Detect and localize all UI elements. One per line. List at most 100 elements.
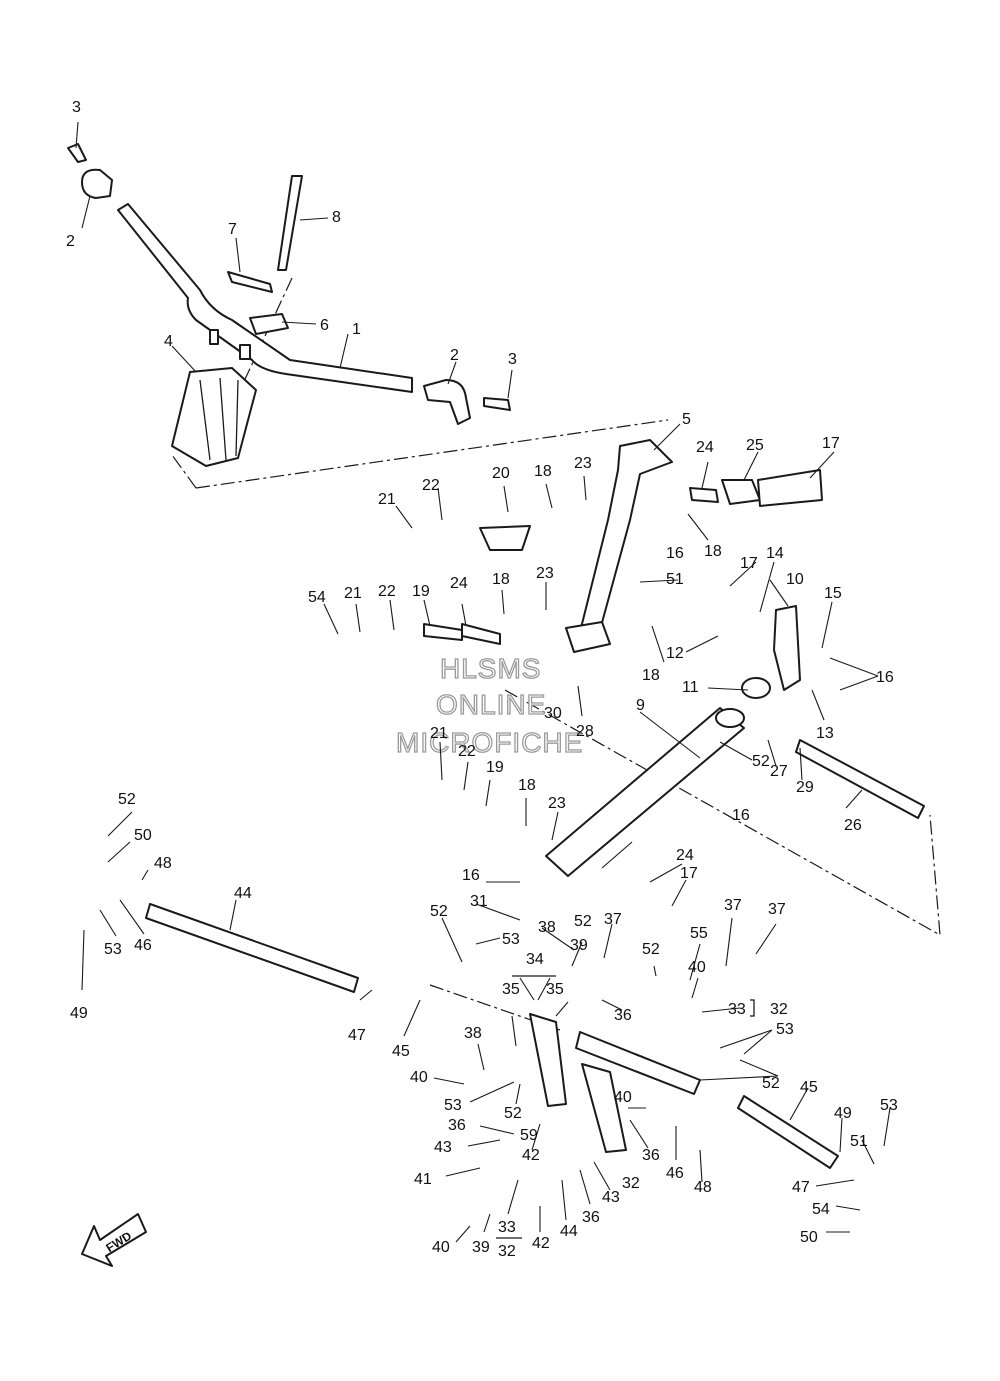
group-bracket-32 xyxy=(750,999,755,1017)
part-25-link-plate[interactable] xyxy=(721,479,761,505)
part-24-link-plate[interactable] xyxy=(461,623,501,645)
part-34-lever-arm[interactable] xyxy=(529,1013,567,1107)
part-41-link-bar[interactable] xyxy=(575,1031,701,1095)
part-32-lever-arm[interactable] xyxy=(581,1063,627,1153)
callout-47: 47 xyxy=(792,1179,810,1196)
part-3-screw[interactable] xyxy=(67,143,87,163)
tube-end xyxy=(715,708,745,728)
callout-19: 19 xyxy=(486,759,504,776)
callout-37: 37 xyxy=(768,901,786,918)
callout-44: 44 xyxy=(560,1223,578,1240)
callout-48: 48 xyxy=(694,1179,712,1196)
part-24-link-plate[interactable] xyxy=(689,487,719,503)
callout-52: 51 xyxy=(666,571,684,588)
callout-32: 32 xyxy=(498,1243,516,1260)
callout-24: 24 xyxy=(676,847,694,864)
callout-18: 18 xyxy=(704,543,722,560)
callout-59: 55 xyxy=(690,925,708,942)
leader-lines xyxy=(75,121,891,1243)
callout-39: 39 xyxy=(472,1239,490,1256)
callout-38: 38 xyxy=(538,919,556,936)
part-11-bushing[interactable] xyxy=(741,677,771,699)
part-20-cam-plate[interactable] xyxy=(479,525,531,551)
callout-49: 49 xyxy=(834,1105,852,1122)
callout-38: 37 xyxy=(724,897,742,914)
callout-16: 16 xyxy=(876,669,894,686)
callout-14: 14 xyxy=(766,545,784,562)
watermark-line-3: MICROFICHE xyxy=(396,727,583,758)
watermark-line-2: ONLINE xyxy=(436,689,546,720)
callout-34: 34 xyxy=(526,951,544,968)
part-45-long-rod[interactable] xyxy=(145,903,359,993)
callout-32: 32 xyxy=(770,1001,788,1018)
rod-collar xyxy=(209,329,219,345)
callout-9: 9 xyxy=(636,697,645,714)
callout-54: 53 xyxy=(104,941,122,958)
callout-47: 46 xyxy=(134,937,152,954)
callout-23: 23 xyxy=(574,455,592,472)
callout-3: 3 xyxy=(72,99,81,116)
callout-23: 23 xyxy=(548,795,566,812)
callout-22: 22 xyxy=(458,743,476,760)
callout-51: 50 xyxy=(134,827,152,844)
callout-32: 32 xyxy=(622,1175,640,1192)
callout-21: 21 xyxy=(344,585,362,602)
part-17-link-rod[interactable] xyxy=(757,469,823,507)
callout-53: 53 xyxy=(776,1021,794,1038)
callout-17: 17 xyxy=(740,555,758,572)
callout-43: 59 xyxy=(520,1127,538,1144)
callout-33: 33 xyxy=(728,1001,746,1018)
part-26-shift-rod[interactable] xyxy=(795,739,925,819)
callout-35: 35 xyxy=(546,981,564,998)
callout-26: 26 xyxy=(844,817,862,834)
callout-40: 40 xyxy=(688,959,706,976)
callout-29: 29 xyxy=(796,779,814,796)
callout-53: 52 xyxy=(118,791,136,808)
callout-35: 35 xyxy=(502,981,520,998)
rod-collar xyxy=(239,344,251,360)
part-8-long-bolt[interactable] xyxy=(277,175,303,271)
watermark-line-1: HLSMS xyxy=(440,653,541,684)
callout-36: 36 xyxy=(614,1007,632,1024)
part-2-elbow-fitting[interactable] xyxy=(81,168,113,199)
callout-45: 45 xyxy=(800,1079,818,1096)
callout-20: 20 xyxy=(492,465,510,482)
callout-33: 33 xyxy=(498,1219,516,1236)
callout-42: 42 xyxy=(532,1235,550,1252)
callout-labels: 1 2 2 3 3 4 5 6 7 8 9 10 11 12 13 14 15 … xyxy=(66,99,898,1260)
part-6-clamp[interactable] xyxy=(249,313,289,335)
part-19-link-plate[interactable] xyxy=(423,623,463,641)
part-2-elbow-fitting[interactable] xyxy=(423,379,471,425)
callout-53: 53 xyxy=(502,931,520,948)
lower-section-outline xyxy=(429,689,941,1031)
part-1-link-rod[interactable] xyxy=(117,203,413,393)
callout-31: 31 xyxy=(470,893,488,910)
callout-5: 5 xyxy=(682,411,691,428)
callout-2: 2 xyxy=(450,347,459,364)
callout-42: 41 xyxy=(414,1171,432,1188)
callout-18: 18 xyxy=(534,463,552,480)
callout-8: 8 xyxy=(332,209,341,226)
callout-18: 18 xyxy=(518,777,536,794)
callout-51: 51 xyxy=(850,1133,868,1150)
callout-53: 53 xyxy=(880,1097,898,1114)
callout-36: 36 xyxy=(582,1209,600,1226)
callout-52: 52 xyxy=(504,1105,522,1122)
part-7-spring-clip[interactable] xyxy=(227,271,273,293)
callout-37: 37 xyxy=(604,911,622,928)
callout-48: 47 xyxy=(348,1027,366,1044)
callout-18: 18 xyxy=(642,667,660,684)
part-45-long-rod[interactable] xyxy=(737,1095,839,1169)
part-10-bracket[interactable] xyxy=(773,605,801,691)
part-3-screw[interactable] xyxy=(483,397,511,411)
callout-36: 36 xyxy=(448,1117,466,1134)
part-4-mount-block[interactable] xyxy=(171,367,257,467)
callout-19: 19 xyxy=(412,583,430,600)
callout-43: 43 xyxy=(602,1189,620,1206)
callout-12: 12 xyxy=(666,645,684,662)
callout-22: 22 xyxy=(378,583,396,600)
callout-30: 30 xyxy=(544,705,562,722)
part-9-tube[interactable] xyxy=(545,707,745,877)
part-5-steering-column[interactable] xyxy=(579,439,673,633)
